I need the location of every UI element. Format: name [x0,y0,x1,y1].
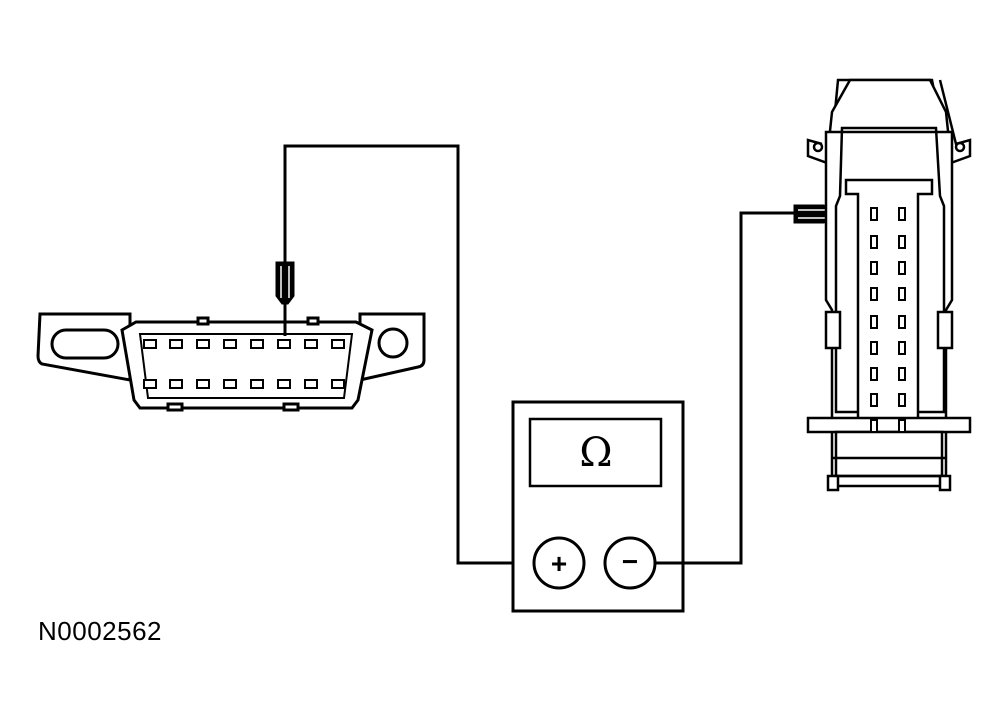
latch-left [824,310,842,350]
dlc-tab [196,316,210,326]
module-test-pin [870,207,878,221]
dlc-tab [166,402,184,412]
module-connector-insert [844,178,934,442]
minus-icon: − [622,546,638,577]
dlc-mount-hole [377,327,409,359]
dlc-tab [306,316,320,326]
meter-ohm-symbol: Ω [579,430,612,476]
dlc-connector [36,312,426,412]
dlc-tab [282,402,300,412]
meter-display [528,417,663,488]
meter-positive-jack [532,536,586,590]
dlc-pin-row-bottom [143,379,345,389]
negative-lead-wire [655,211,796,565]
test-lead-positive [275,144,535,565]
module-connector-frame [834,126,946,414]
module-pin-column-right [898,207,906,433]
latch-right [936,310,954,350]
positive-probe-icon [275,261,295,305]
dlc-mount-slot [50,328,120,360]
module-connector [806,78,972,492]
positive-lead-wire [283,144,535,565]
multimeter: Ω + − [511,400,685,613]
module-pin-column-left [870,207,878,433]
plus-icon: + [551,548,567,579]
figure-reference-id: N0002562 [38,616,162,646]
module-connector-flange [806,416,972,434]
dlc-test-pin [277,339,291,349]
dlc-body-inner [138,333,354,399]
dlc-pin-row-top [143,339,345,349]
